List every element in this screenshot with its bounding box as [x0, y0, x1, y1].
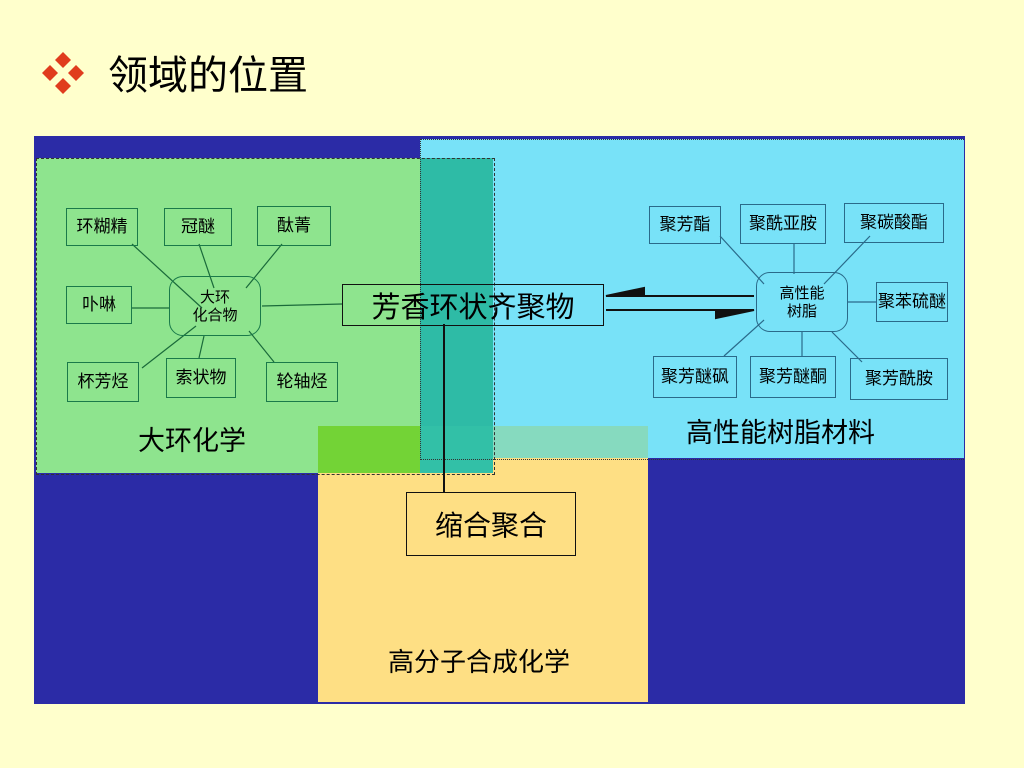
connector-lines — [131, 235, 876, 492]
overlap-all-three — [420, 426, 493, 473]
node-polyimide: 聚酰亚胺 — [740, 204, 826, 244]
macrocycle-hub: 大环 化合物 — [169, 276, 261, 336]
node-calixarene: 杯芳烃 — [67, 362, 139, 402]
resin-region — [420, 139, 964, 458]
node-rotaxane: 轮轴烃 — [266, 362, 338, 402]
node-polycarbonate: 聚碳酸酯 — [844, 203, 944, 243]
resin-hub: 高性能 树脂 — [756, 272, 848, 332]
macrocycle-region — [36, 158, 493, 473]
node-polyamide: 聚芳酰胺 — [850, 358, 948, 400]
node-polyketone: 聚芳醚酮 — [750, 356, 836, 398]
overlap-polymer-resin — [493, 426, 648, 458]
node-phthalocyanine: 酞菁 — [257, 206, 331, 246]
node-polyarylate: 聚芳酯 — [649, 206, 721, 244]
page-title: 领域的位置 — [108, 53, 308, 99]
node-crown-ether: 冠醚 — [164, 208, 232, 246]
polymer-region-label: 高分子合成化学 — [388, 648, 571, 678]
condensation-polymerization-box: 缩合聚合 — [406, 492, 576, 556]
node-cyclodextrin: 环糊精 — [66, 208, 138, 246]
domain-diagram: 大环 化合物 环糊精 冠醚 酞菁 卟啉 杯芳烃 索状物 轮轴烃 大环化学 高性能… — [34, 136, 965, 704]
diamond-bullet-icon — [42, 52, 84, 94]
node-polysulfone: 聚芳醚砜 — [653, 356, 737, 398]
overlap-macro-resin — [420, 158, 493, 473]
node-pps: 聚苯硫醚 — [876, 282, 948, 322]
overlap-polymer-macro — [318, 426, 420, 473]
node-catenane: 索状物 — [166, 358, 236, 398]
node-porphyrin: 卟啉 — [66, 286, 132, 324]
aromatic-cyclic-oligomer-box: 芳香环状齐聚物 — [342, 284, 604, 326]
macrocycle-region-label: 大环化学 — [138, 426, 246, 457]
resin-region-label: 高性能树脂材料 — [686, 418, 875, 449]
